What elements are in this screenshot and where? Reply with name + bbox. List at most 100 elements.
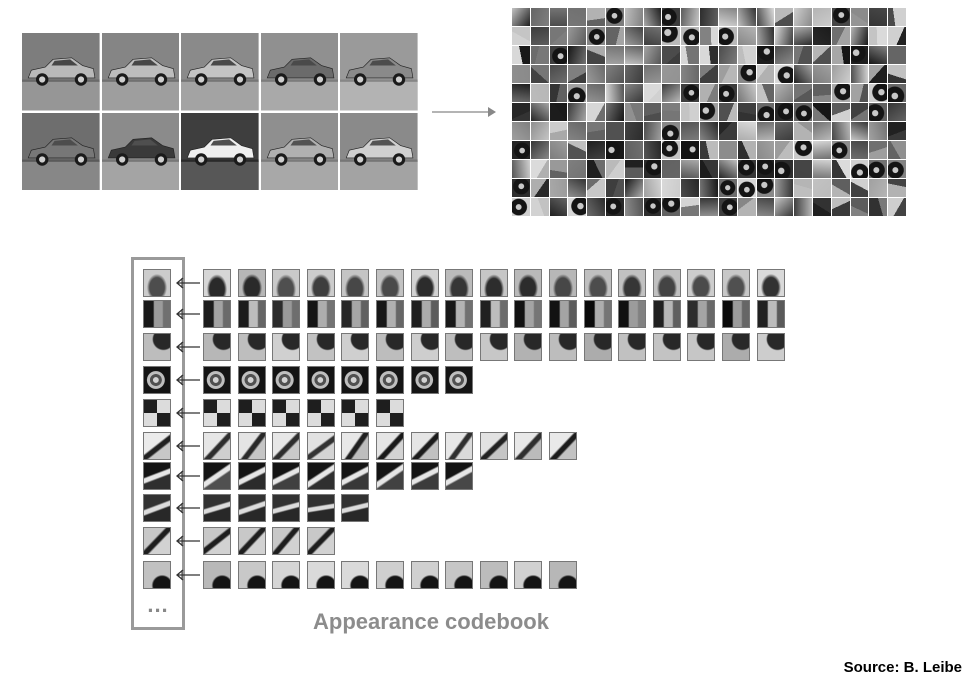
cluster-member-patch — [272, 561, 301, 589]
mosaic-patch — [681, 27, 700, 45]
mosaic-patch — [643, 27, 662, 45]
cluster-center-patch — [143, 300, 171, 328]
cluster-member-patch — [445, 300, 474, 328]
cluster-member-patch — [652, 269, 681, 297]
mosaic-patch — [662, 84, 681, 102]
mosaic-patch — [624, 122, 643, 140]
cluster-member-patch — [237, 300, 266, 328]
codebook-caption: Appearance codebook — [313, 609, 549, 634]
mosaic-patch — [530, 84, 549, 102]
mosaic-patch — [587, 198, 606, 216]
mosaic-patch — [831, 198, 850, 216]
mosaic-patch — [737, 46, 756, 64]
cluster-member-patch — [203, 333, 231, 361]
mosaic-patch — [888, 141, 906, 159]
mosaic-patch — [888, 160, 906, 178]
mosaic-patch — [850, 84, 869, 102]
cluster-member-patch — [306, 300, 335, 328]
mosaic-patch — [850, 179, 869, 197]
cluster-member-patch — [203, 399, 231, 427]
mosaic-patch — [794, 46, 812, 64]
mosaic-patch — [850, 122, 869, 140]
extracted-patches-mosaic — [512, 8, 906, 216]
cluster-member-patch — [410, 462, 439, 490]
cluster-member-patch — [445, 462, 474, 490]
codebook-row-dome-top — [143, 269, 791, 297]
cluster-member-patch — [376, 366, 404, 394]
mosaic-patch — [624, 65, 643, 83]
mosaic-patch — [737, 160, 756, 178]
left-arrow-icon — [174, 276, 202, 290]
mosaic-patch — [718, 27, 737, 45]
mosaic-patch — [568, 198, 587, 216]
training-image-viper-side — [101, 112, 180, 190]
cluster-member-patch — [410, 269, 439, 297]
mosaic-patch — [718, 160, 737, 178]
mosaic-patch — [587, 84, 606, 102]
cluster-member-patch — [445, 432, 474, 460]
mosaic-patch — [775, 179, 794, 197]
cluster-member-patch — [306, 561, 335, 589]
mosaic-patch — [831, 84, 850, 102]
codebook-row-fender-arc — [143, 561, 584, 589]
mosaic-patch — [718, 46, 737, 64]
codebook-row-roof-curve — [143, 432, 584, 460]
cluster-member-patch — [272, 300, 301, 328]
cluster-member-patch — [410, 561, 439, 589]
mosaic-patch — [587, 179, 606, 197]
mosaic-patch — [775, 8, 794, 26]
mosaic-patch — [568, 103, 587, 121]
mosaic-patch — [737, 8, 756, 26]
mosaic-patch — [549, 65, 568, 83]
codebook-row-wheel-bottom — [143, 333, 791, 361]
mosaic-patch — [794, 84, 812, 102]
mosaic-patch — [794, 141, 812, 159]
mosaic-patch — [643, 103, 662, 121]
mosaic-patch — [530, 179, 549, 197]
cluster-member-patch — [583, 333, 612, 361]
cluster-member-patch — [306, 399, 335, 427]
mosaic-patch — [606, 8, 624, 26]
mosaic-patch — [512, 84, 530, 102]
cluster-member-patch — [237, 366, 266, 394]
cluster-center-patch — [143, 399, 171, 427]
mosaic-patch — [718, 65, 737, 83]
cluster-member-patch — [479, 561, 508, 589]
cluster-member-patch — [514, 432, 543, 460]
mosaic-patch — [831, 65, 850, 83]
mosaic-patch — [549, 103, 568, 121]
mosaic-patch — [624, 179, 643, 197]
left-arrow-icon — [174, 501, 202, 515]
source-credit: Source: B. Leibe — [843, 659, 962, 676]
codebook-row-wheel-hub — [143, 366, 480, 394]
mosaic-patch — [700, 65, 718, 83]
mosaic-patch — [775, 65, 794, 83]
mosaic-patch — [681, 84, 700, 102]
mosaic-patch — [812, 198, 831, 216]
mosaic-patch — [794, 65, 812, 83]
mosaic-patch — [549, 8, 568, 26]
mosaic-patch — [549, 46, 568, 64]
mosaic-patch — [549, 198, 568, 216]
mosaic-patch — [587, 122, 606, 140]
mosaic-patch — [662, 122, 681, 140]
mosaic-patch — [624, 27, 643, 45]
mosaic-patch — [831, 122, 850, 140]
mosaic-patch — [794, 160, 812, 178]
mosaic-patch — [568, 46, 587, 64]
mosaic-patch — [737, 65, 756, 83]
cluster-member-patch — [341, 462, 370, 490]
codebook-row-door-slant — [143, 527, 341, 555]
mosaic-patch — [850, 103, 869, 121]
mosaic-patch — [512, 8, 530, 26]
cluster-member-patch — [652, 300, 681, 328]
flow-arrow — [432, 104, 498, 120]
mosaic-patch — [718, 103, 737, 121]
mosaic-patch — [643, 198, 662, 216]
mosaic-patch — [681, 8, 700, 26]
cluster-member-patch — [341, 399, 370, 427]
cluster-member-patch — [341, 561, 370, 589]
mosaic-patch — [775, 160, 794, 178]
cluster-member-patch — [272, 462, 301, 490]
mosaic-patch — [662, 141, 681, 159]
